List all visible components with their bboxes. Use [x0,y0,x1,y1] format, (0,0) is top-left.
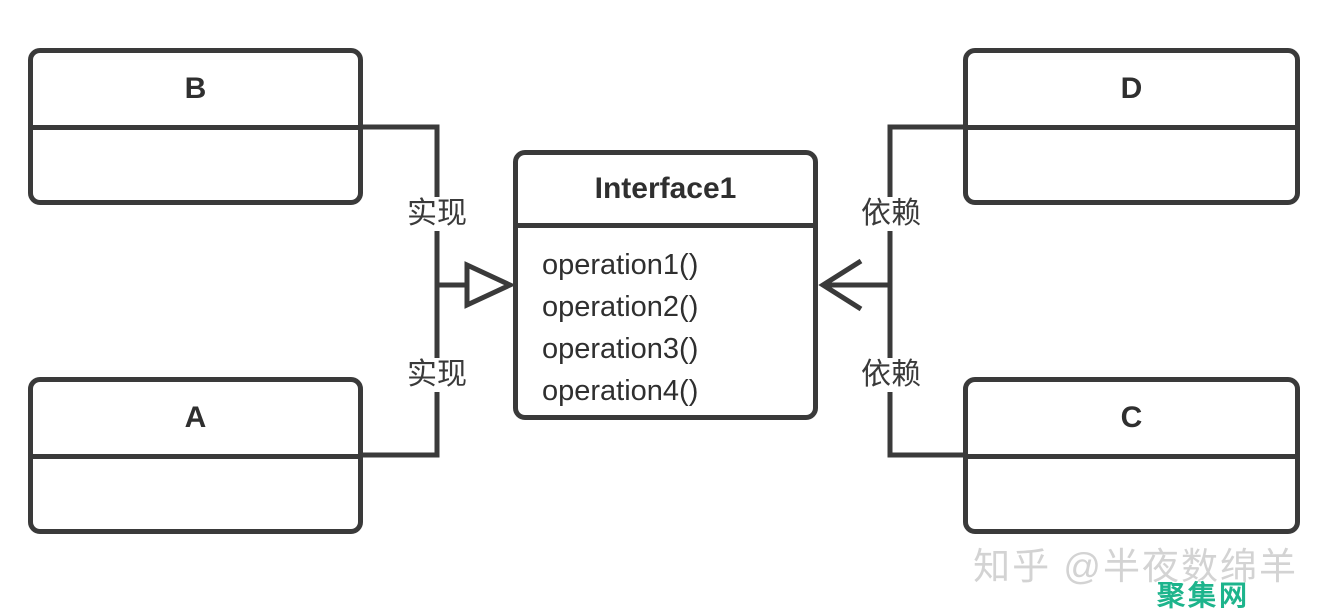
interface-operation-1: operation1() [542,249,699,281]
class-a-title: A [33,382,358,459]
class-box-d: D [963,48,1300,205]
class-box-c: C [963,377,1300,534]
class-b-title: B [33,53,358,130]
class-box-a: A [28,377,363,534]
interface-operation-3: operation3() [542,333,699,365]
interface-operations-list: operation1() operation2() operation3() o… [518,228,813,412]
interface-operation-2: operation2() [542,291,699,323]
watermark-site-logo: 聚集网 [1156,580,1250,610]
class-box-b: B [28,48,363,205]
watermark-author: 知乎 @半夜数绵羊 [973,546,1298,587]
realization-triangle-arrowhead [464,261,516,309]
interface-title: Interface1 [518,155,813,228]
edge-label-realize-bottom: 实现 [405,358,469,392]
edge-label-realize-top: 实现 [405,197,469,231]
edge-label-depend-top: 依赖 [859,197,923,231]
edge-label-depend-bottom: 依赖 [859,358,923,392]
realization-connector-path [363,124,440,458]
interface-operation-4: operation4() [542,375,699,407]
dependency-connector-path [887,124,963,458]
class-c-title: C [968,382,1295,459]
interface-box: Interface1 operation1() operation2() ope… [513,150,818,420]
class-d-title: D [968,53,1295,130]
dependency-open-arrowhead [818,258,863,312]
